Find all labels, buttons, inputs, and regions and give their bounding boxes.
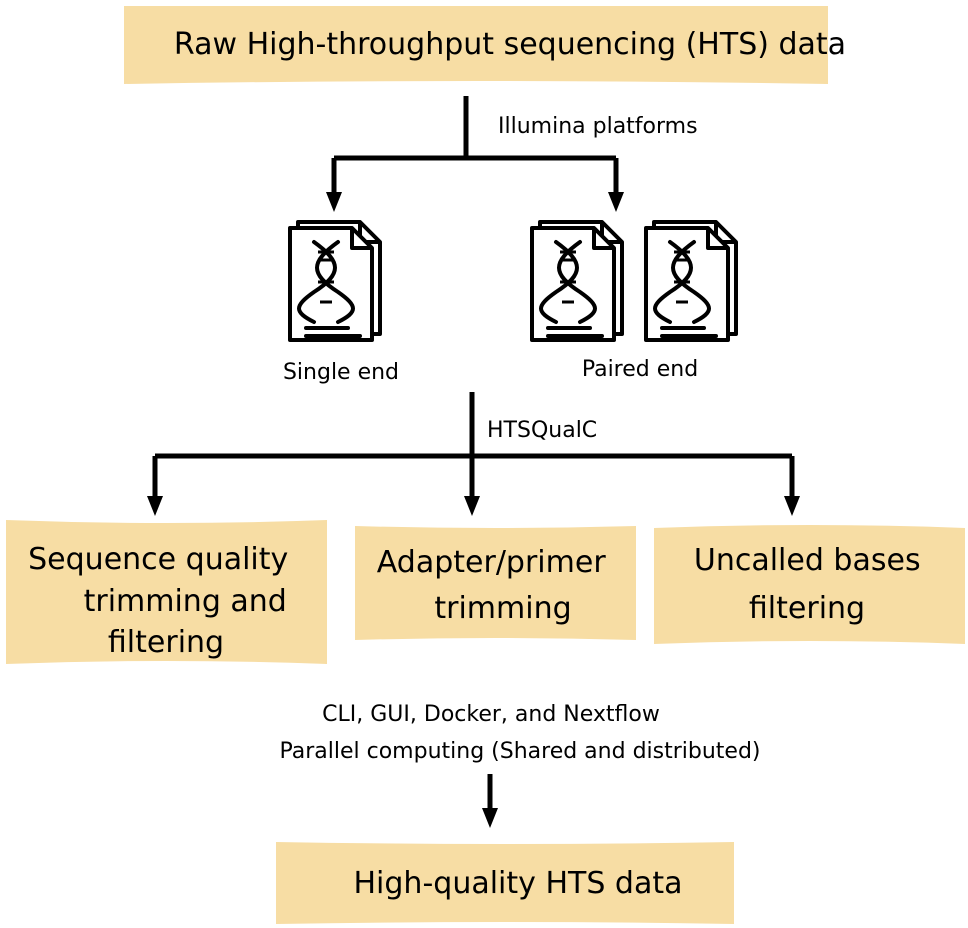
uncalled-filtering-box-shape: [654, 525, 965, 644]
parallel-computing-note: Parallel computing (Shared and distribut…: [279, 739, 760, 764]
split-illumina: [331, 96, 619, 196]
adapter-trimming-box-shape: [355, 526, 636, 640]
split-htsqualc: [152, 392, 795, 500]
interfaces-note: CLI, GUI, Docker, and Nextflow: [322, 702, 660, 727]
htsqualc-label: HTSQualC: [487, 418, 597, 443]
high-quality-data-box: High-quality HTS data: [276, 842, 734, 924]
quality-trimming-box-text: Sequence quality trimming and filtering: [28, 542, 298, 660]
dna-document-icon: [530, 220, 624, 342]
arrow-to-paired-end: [608, 192, 624, 212]
raw-data-box-shape: [124, 6, 828, 84]
uncalled-filtering-box: Uncalled bases filtering: [654, 525, 965, 644]
quality-trimming-box: Sequence quality trimming and filtering: [6, 520, 327, 664]
dna-document-icon: [288, 220, 382, 342]
arrow-to-output-head: [482, 808, 498, 828]
adapter-trimming-box: Adapter/primer trimming: [355, 526, 636, 640]
high-quality-data-box-shape: [276, 842, 734, 924]
uncalled-filtering-box-text: Uncalled bases filtering: [694, 543, 930, 626]
arrow-to-single-end: [326, 192, 342, 212]
raw-data-box-text: Raw High-throughput sequencing (HTS) dat…: [174, 27, 846, 62]
arrow-to-adapter-trimming: [464, 496, 480, 516]
adapter-trimming-box-text: Adapter/primer trimming: [377, 545, 615, 626]
high-quality-data-box-text: High-quality HTS data: [354, 866, 683, 901]
dna-document-icon: [644, 220, 738, 342]
single-end-label: Single end: [283, 360, 399, 385]
paired-end-label: Paired end: [582, 357, 698, 382]
quality-trimming-box-shape: [6, 520, 327, 664]
arrow-to-uncalled-filtering: [784, 496, 800, 516]
raw-data-box: Raw High-throughput sequencing (HTS) dat…: [124, 6, 846, 84]
arrow-to-quality-trimming: [147, 496, 163, 516]
illumina-label: Illumina platforms: [498, 114, 698, 139]
